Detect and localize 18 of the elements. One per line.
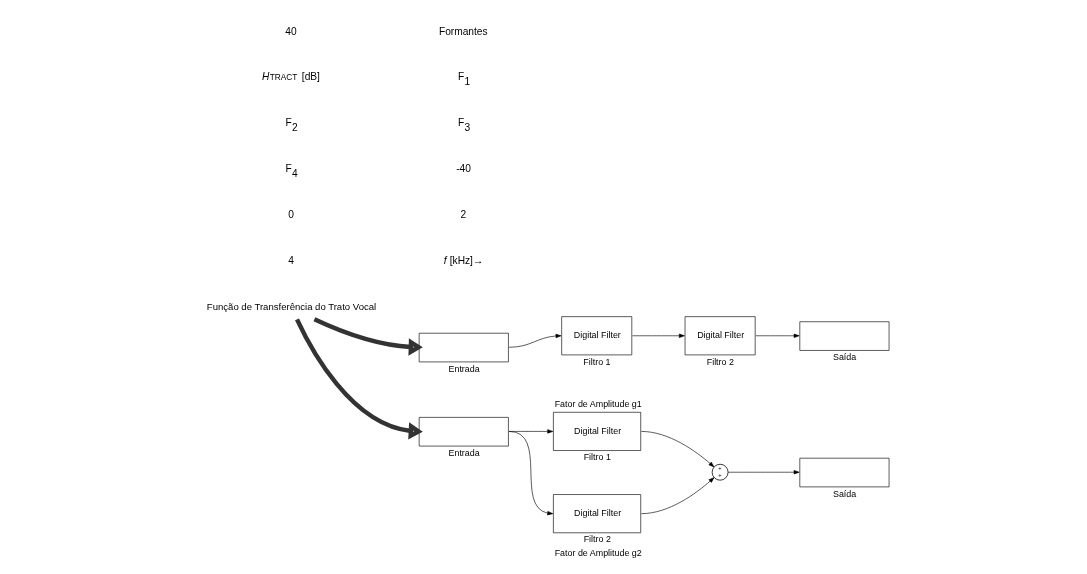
node-label: Filtro 2 bbox=[706, 356, 734, 367]
node-label: Filtro 1 bbox=[583, 452, 611, 463]
node-label: Entrada bbox=[448, 363, 480, 374]
node-text: Função de Transferência do Trato Vocal bbox=[206, 300, 377, 312]
node-label: Filtro 1 bbox=[583, 356, 611, 367]
node-label: Entrada bbox=[448, 447, 480, 458]
node-label: Saída bbox=[832, 488, 857, 499]
label: -40 bbox=[456, 163, 471, 175]
label: 4 bbox=[288, 255, 294, 267]
node-label: Fator de Amplitude g2 bbox=[554, 547, 642, 558]
label: Formantes bbox=[438, 25, 488, 37]
label: 0 bbox=[288, 209, 294, 221]
label: f [kHz]→ bbox=[443, 254, 484, 266]
label: 40 bbox=[285, 25, 297, 37]
label: 2 bbox=[460, 209, 467, 221]
node-label: Filtro 2 bbox=[583, 534, 611, 545]
node-label: Saída bbox=[832, 352, 857, 363]
node-label: Fator de Amplitude g1 bbox=[554, 399, 642, 410]
